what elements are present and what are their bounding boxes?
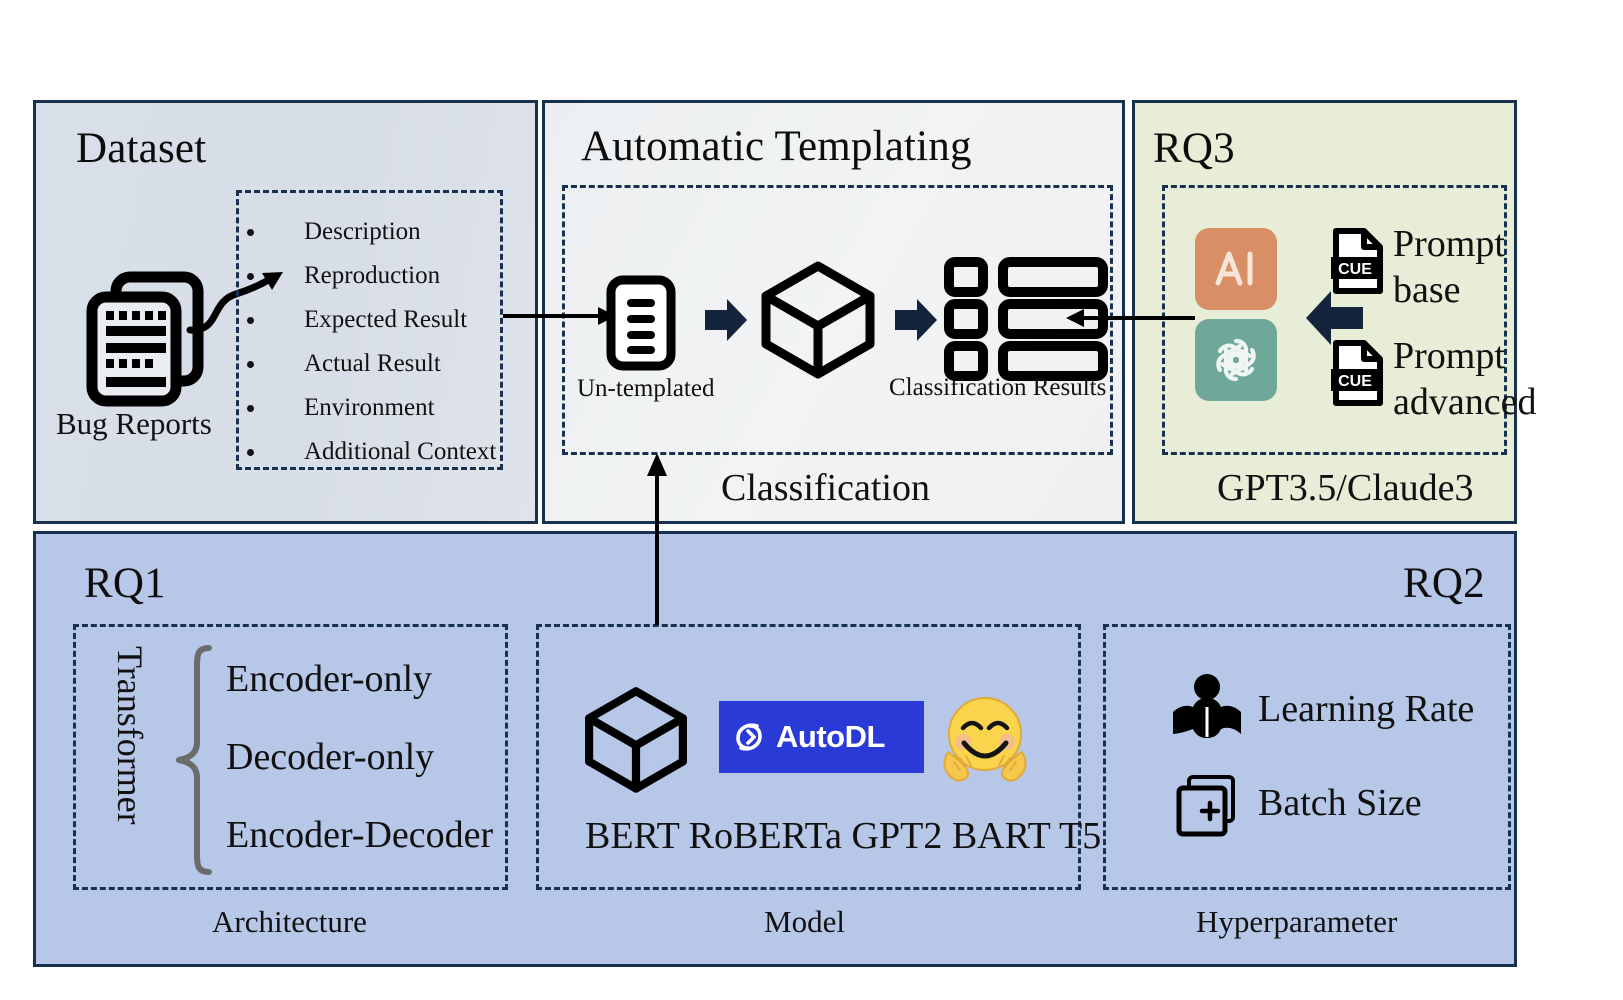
panel-templating-title: Automatic Templating bbox=[581, 123, 972, 170]
model-names: BERT RoBERTa GPT2 BART T5 bbox=[585, 815, 1102, 857]
rq3-inner-box bbox=[1162, 185, 1507, 455]
left-arrow-icon bbox=[1303, 287, 1365, 349]
dataset-field-5: Additional Context bbox=[304, 438, 497, 465]
panel-automatic-templating: Automatic Templating Un-templated bbox=[542, 100, 1125, 524]
architecture-caption: Architecture bbox=[212, 904, 367, 939]
dataset-fields-box bbox=[236, 190, 503, 470]
classification-caption: Classification bbox=[721, 467, 930, 509]
bug-reports-label: Bug Reports bbox=[56, 406, 212, 441]
untemplated-label: Un-templated bbox=[577, 375, 715, 402]
hyperparameter-item-1: Batch Size bbox=[1258, 782, 1422, 824]
cube-icon-model bbox=[581, 684, 691, 794]
dataset-field-0: Description bbox=[304, 218, 421, 245]
panel-rq3: RQ3 bbox=[1132, 100, 1536, 524]
classification-box bbox=[562, 185, 1113, 455]
panel-dataset: Dataset Bug Reports bbox=[33, 100, 538, 524]
document-icon bbox=[605, 275, 677, 371]
architecture-item-1: Decoder-only bbox=[226, 736, 435, 778]
openai-icon bbox=[1195, 319, 1277, 401]
dataset-field-3: Actual Result bbox=[304, 350, 441, 377]
model-caption: Model bbox=[764, 904, 845, 939]
rq3-caption: GPT3.5/Claude3 bbox=[1217, 467, 1474, 509]
hugging-face-icon bbox=[930, 686, 1040, 796]
dataset-field-4: Environment bbox=[304, 394, 435, 421]
curly-brace-icon bbox=[171, 644, 217, 876]
model-box bbox=[536, 624, 1081, 890]
chevron-arrow-1-icon bbox=[703, 297, 749, 343]
autodl-logo: AutoDL bbox=[719, 701, 924, 773]
architecture-item-2: Encoder-Decoder bbox=[226, 814, 494, 856]
hyperparameter-item-0: Learning Rate bbox=[1258, 688, 1475, 730]
panel-bottom: RQ1 RQ2 Transformer Encoder-only Decoder… bbox=[33, 531, 1517, 967]
classification-results-icon bbox=[943, 256, 1109, 382]
panel-dataset-title: Dataset bbox=[76, 125, 207, 172]
rq3-tag: RQ3 bbox=[1153, 125, 1235, 172]
learning-rate-icon bbox=[1169, 672, 1245, 748]
chevron-arrow-2-icon bbox=[893, 297, 939, 343]
autodl-wordmark: AutoDL bbox=[776, 719, 885, 754]
architecture-box bbox=[73, 624, 508, 890]
cue-badge-text-1: CUE bbox=[1338, 261, 1372, 278]
hyperparameter-box bbox=[1103, 624, 1511, 890]
cue-file-advanced-icon: CUE bbox=[1331, 339, 1385, 407]
bug-reports-icon bbox=[80, 267, 220, 407]
claude-ai-icon bbox=[1195, 228, 1277, 310]
classification-results-label: Classification Results bbox=[889, 374, 1107, 401]
rq1-tag: RQ1 bbox=[84, 560, 166, 607]
cue-file-base-icon: CUE bbox=[1331, 227, 1385, 295]
autodl-swirl-icon bbox=[736, 723, 762, 751]
curved-arrow-icon bbox=[186, 258, 296, 368]
batch-size-icon bbox=[1173, 772, 1241, 840]
architecture-item-0: Encoder-only bbox=[226, 658, 433, 700]
hyperparameter-caption: Hyperparameter bbox=[1196, 904, 1398, 939]
cue-badge-text-2: CUE bbox=[1338, 373, 1372, 390]
dataset-field-1: Reproduction bbox=[304, 262, 441, 289]
rq2-tag: RQ2 bbox=[1403, 560, 1485, 607]
dataset-field-2: Expected Result bbox=[304, 306, 468, 333]
cube-icon bbox=[757, 258, 879, 380]
